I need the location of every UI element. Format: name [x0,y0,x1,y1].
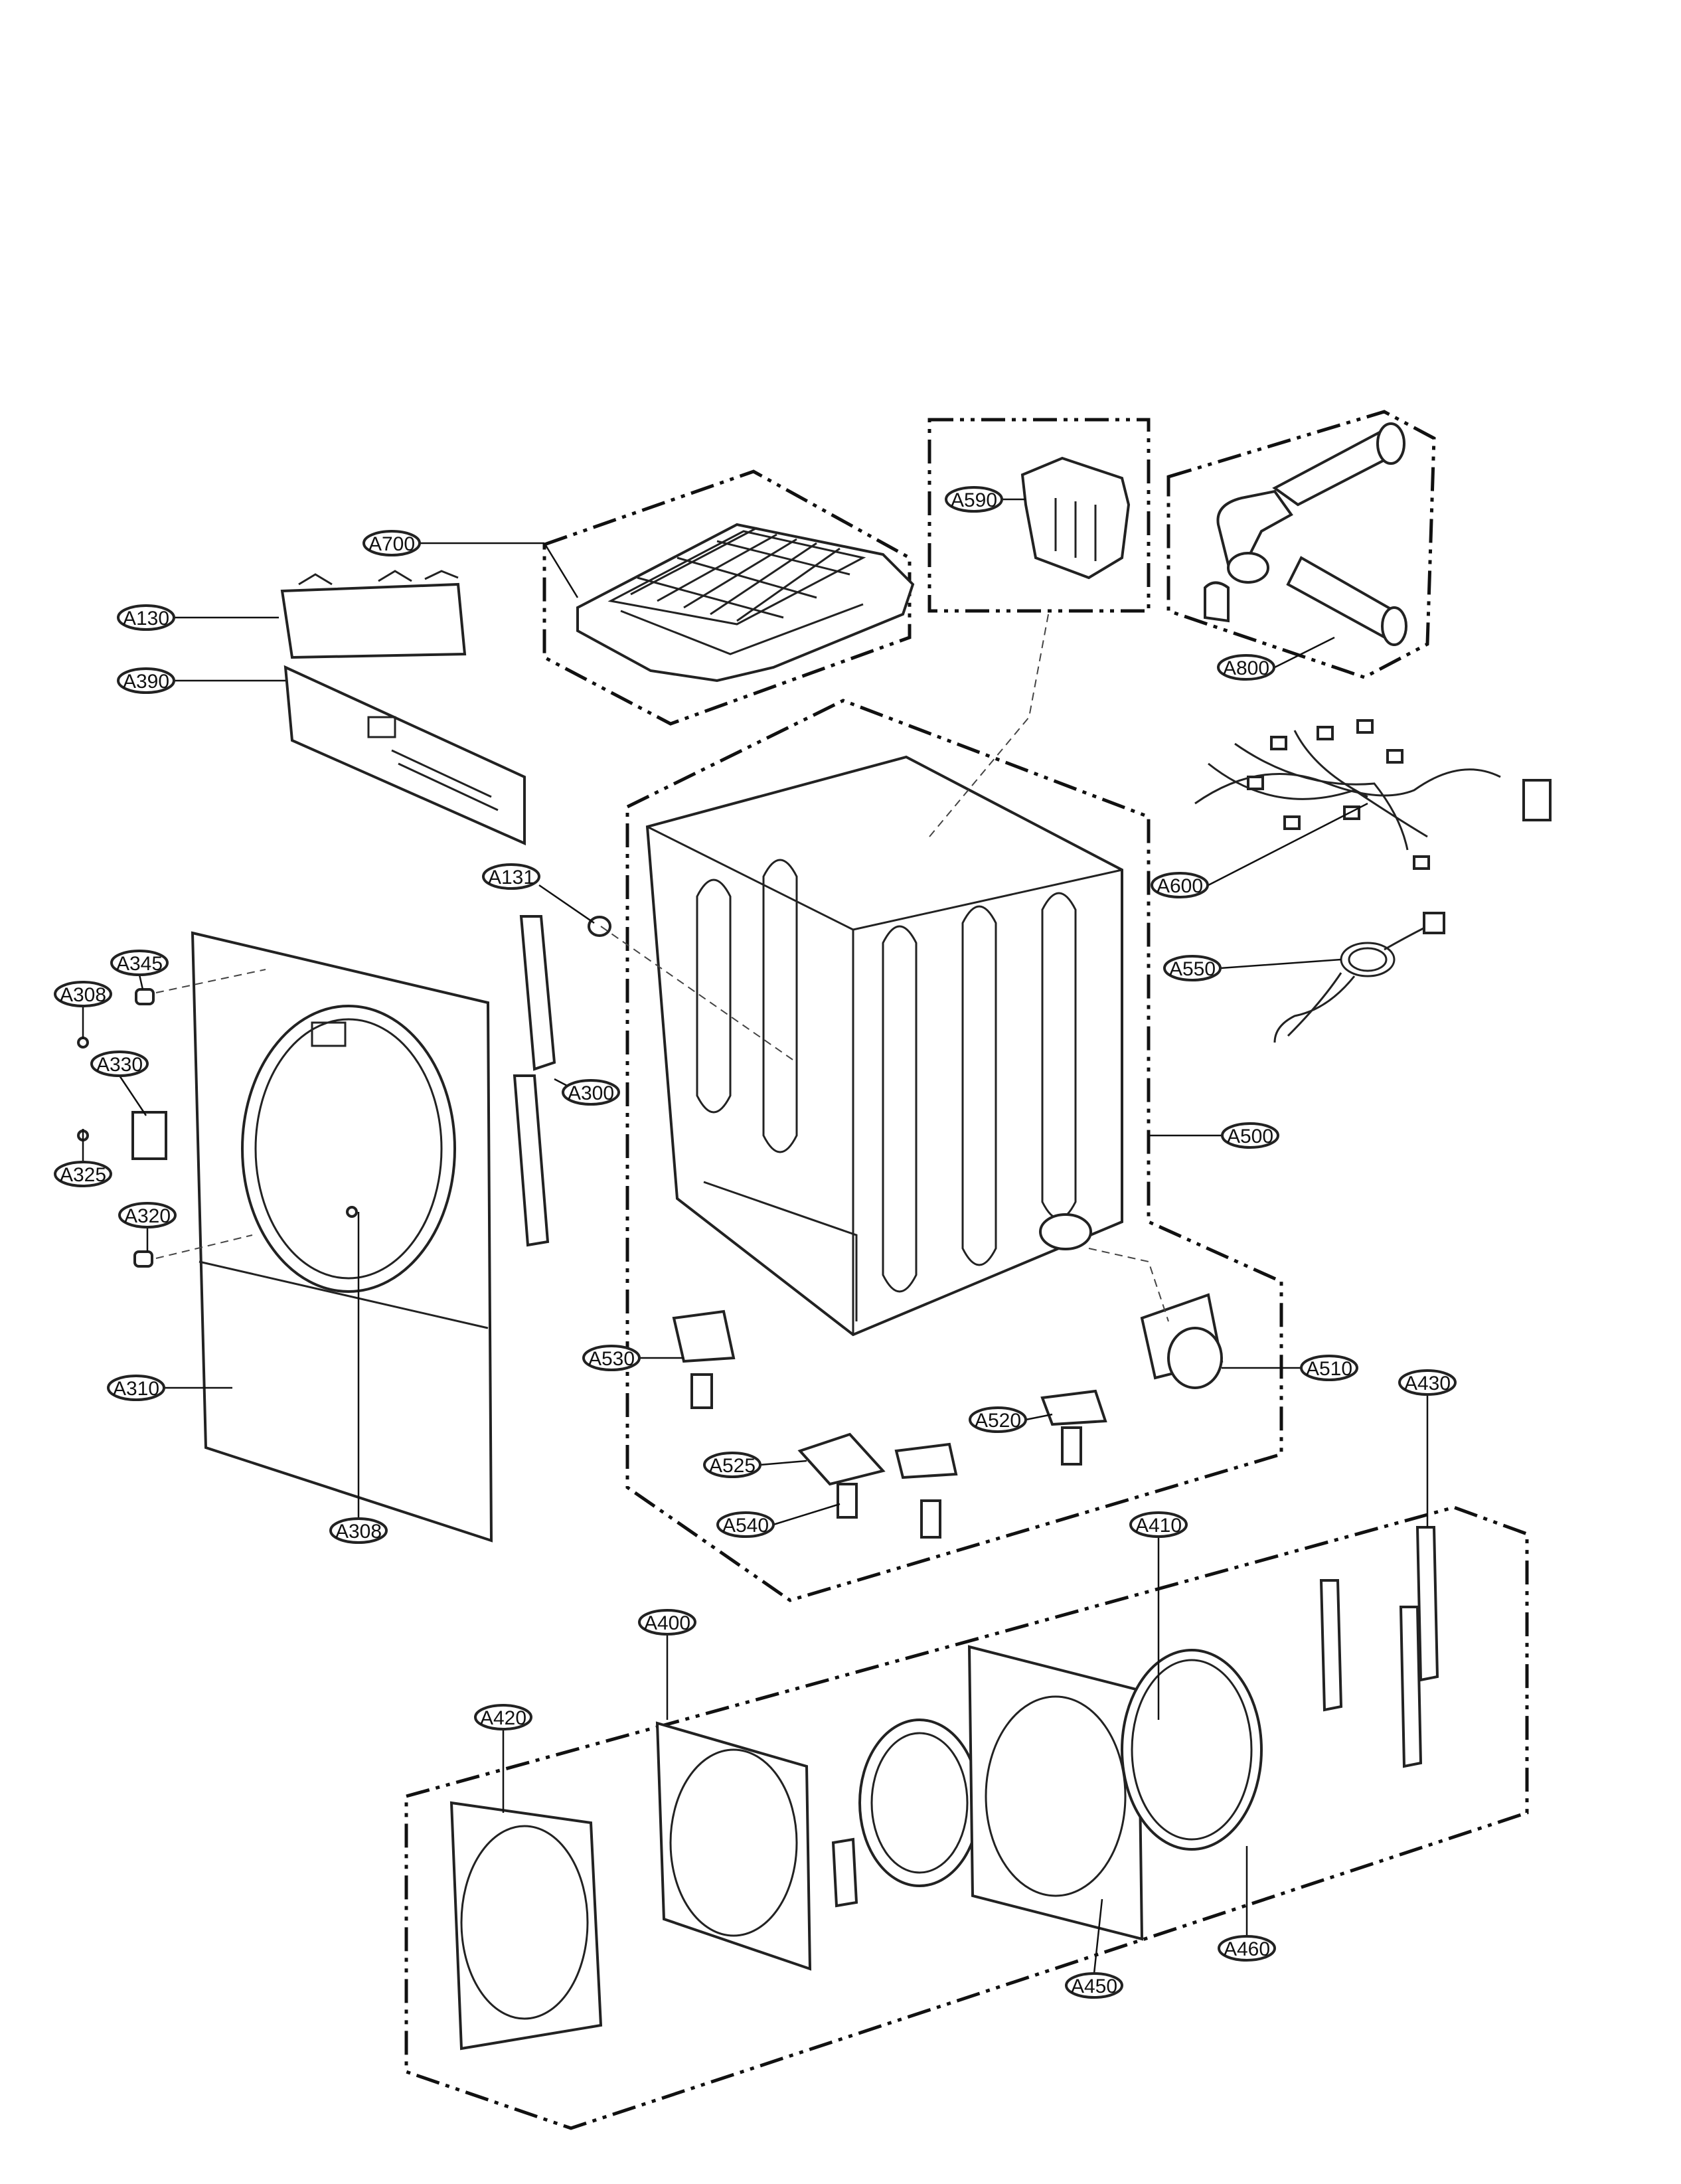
svg-text:A345: A345 [116,953,163,975]
group-top-plate [542,469,912,726]
svg-text:A540: A540 [722,1515,769,1537]
callout-a450: A450 [1065,1972,1123,1999]
svg-text:A308: A308 [335,1521,382,1543]
svg-text:A510: A510 [1306,1358,1352,1380]
callout-a325: A325 [54,1161,112,1187]
group-filter [927,418,1151,613]
pcb-bracket-part [280,570,467,659]
svg-text:A320: A320 [124,1205,171,1227]
svg-text:A330: A330 [96,1054,143,1076]
callout-a300: A300 [562,1079,620,1106]
svg-text:A520: A520 [975,1410,1021,1432]
callout-a520: A520 [969,1406,1027,1433]
callout-a330: A330 [90,1050,149,1077]
group-exhaust [1166,410,1436,679]
svg-text:A130: A130 [123,608,169,630]
callout-a308-bottom: A308 [329,1517,388,1544]
svg-text:A325: A325 [60,1164,106,1186]
exhaust-duct-part [1204,422,1407,646]
control-panel-frame-part [283,665,526,846]
svg-text:A460: A460 [1224,1938,1270,1960]
cabinet-part [645,755,1123,1337]
top-plate-part [576,523,915,683]
svg-text:A300: A300 [568,1082,614,1104]
svg-text:A131: A131 [488,867,534,888]
callout-a320: A320 [118,1202,177,1228]
svg-text:A700: A700 [368,533,415,555]
svg-text:A410: A410 [1135,1515,1182,1537]
callout-a600: A600 [1151,872,1209,898]
leader-lines [82,498,1429,1974]
callout-a430: A430 [1398,1369,1457,1396]
callout-a130: A130 [117,604,175,631]
lint-filter-part [1020,456,1131,580]
callout-a420: A420 [474,1704,532,1730]
callout-a550: A550 [1163,955,1222,981]
callout-a310: A310 [107,1375,165,1401]
power-cord-part [1273,912,1445,1043]
callout-a460: A460 [1218,1935,1276,1962]
leveling-legs [672,1309,1107,1539]
svg-text:A800: A800 [1223,657,1269,679]
side-rail-part [513,915,556,1247]
svg-text:A390: A390 [123,671,169,693]
reference-lines [155,610,1169,1322]
callout-a345: A345 [110,950,169,976]
group-door [404,1505,1529,2130]
bumper-part [588,916,611,937]
svg-text:A430: A430 [1404,1373,1451,1394]
callout-a525: A525 [703,1452,761,1478]
svg-text:A550: A550 [1169,958,1216,980]
door-components [449,1526,1439,2051]
callout-a590: A590 [945,486,1003,513]
svg-text:A420: A420 [480,1707,526,1729]
svg-text:A308: A308 [60,984,106,1006]
svg-text:A310: A310 [113,1378,159,1400]
svg-text:A600: A600 [1157,875,1203,897]
callout-a131: A131 [482,863,540,890]
svg-text:A400: A400 [644,1612,690,1634]
callout-a510: A510 [1300,1355,1358,1381]
callout-a540: A540 [716,1511,775,1538]
svg-text:A530: A530 [588,1348,635,1370]
wire-harness-part [1194,719,1552,870]
front-panel-part [191,931,493,1543]
callout-a410: A410 [1129,1511,1188,1538]
svg-text:A590: A590 [951,489,997,511]
svg-text:A525: A525 [709,1455,756,1477]
callout-a700: A700 [362,530,421,556]
callout-a800: A800 [1217,654,1275,681]
group-cabinet [625,699,1283,1602]
svg-text:A450: A450 [1071,1975,1117,1997]
exhaust-ring-part [1140,1293,1224,1389]
callout-a500: A500 [1221,1122,1279,1149]
callout-a530: A530 [582,1345,641,1371]
callout-a390: A390 [117,667,175,694]
svg-text:A500: A500 [1227,1126,1273,1147]
callout-a400: A400 [638,1609,696,1636]
callout-a308-top: A308 [54,981,112,1007]
small-hardware [77,988,358,1268]
